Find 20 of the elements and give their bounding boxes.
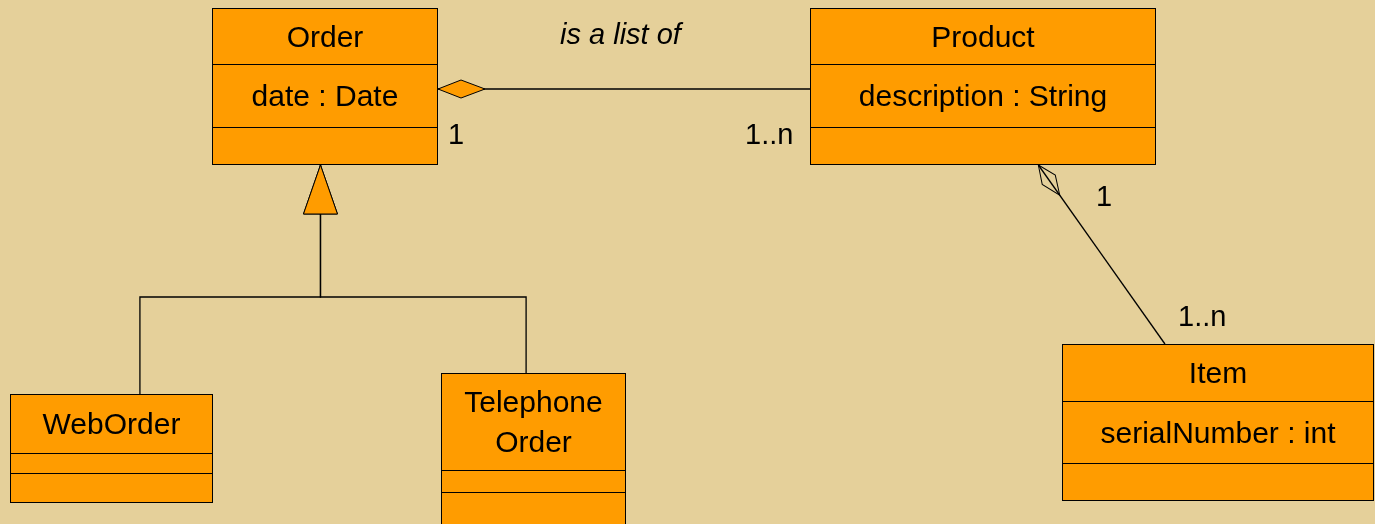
aggregation-line <box>1037 164 1166 345</box>
generalization-arrow <box>303 164 527 374</box>
class-box <box>441 373 626 524</box>
class-name: Order <box>286 18 364 55</box>
class-attribute: date : Date <box>251 78 399 114</box>
class-attribute: description : String <box>858 78 1108 114</box>
class-box <box>1062 344 1374 501</box>
class-name: Telephone Order <box>463 384 604 460</box>
multiplicity-label: 1 <box>448 117 465 152</box>
class-box <box>10 394 213 503</box>
multiplicity-label: 1 <box>1096 179 1113 214</box>
class-name: Product <box>931 18 1035 55</box>
aggregation-line <box>437 79 811 99</box>
class-box <box>212 8 438 165</box>
multiplicity-label: 1..n <box>745 117 794 152</box>
multiplicity-label: 1..n <box>1178 299 1227 334</box>
class-name: WebOrder <box>42 406 181 442</box>
class-box <box>810 8 1156 165</box>
class-attribute: serialNumber : int <box>1100 414 1336 451</box>
class-name: Item <box>1188 355 1248 391</box>
